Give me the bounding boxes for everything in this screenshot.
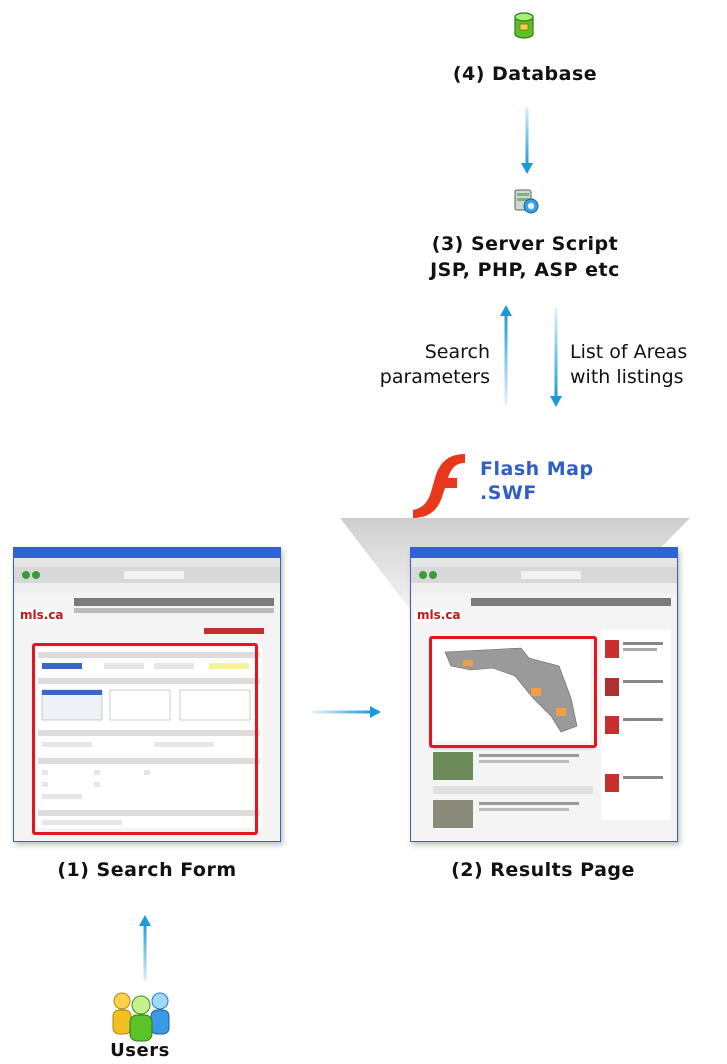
users-icon: [108, 992, 174, 1042]
flash-map-line1: Flash Map: [480, 458, 594, 480]
search-parameters-label: Search parameters: [330, 340, 490, 390]
arrow-form-to-results: [312, 705, 382, 719]
arrow-database-to-server: [520, 107, 534, 175]
server-script-subtitle: JSP, PHP, ASP etc: [430, 259, 620, 281]
flash-map-label: Flash Map .SWF: [480, 457, 594, 505]
svg-text:mls.ca: mls.ca: [20, 608, 64, 622]
flash-map-line2: .SWF: [480, 482, 537, 504]
arrow-users-to-form: [138, 915, 152, 981]
server-script-icon: [512, 188, 540, 216]
list-of-areas-line1: List of Areas: [570, 341, 688, 363]
arrow-search-parameters: [499, 305, 513, 405]
flash-logo-icon: [409, 452, 471, 518]
svg-text:mls.ca: mls.ca: [417, 608, 461, 622]
users-label: Users: [110, 1040, 170, 1061]
results-page-screenshot: mls.ca: [410, 547, 678, 842]
database-label: (4) Database: [452, 63, 598, 85]
results-page-label: (2) Results Page: [451, 859, 635, 881]
results-map-highlight: [429, 636, 597, 748]
search-form-highlight: [32, 643, 258, 835]
search-parameters-line1: Search: [424, 341, 490, 363]
server-script-title: (3) Server Script: [431, 233, 619, 255]
arrow-list-of-areas: [549, 308, 563, 408]
list-of-areas-label: List of Areas with listings: [570, 340, 727, 390]
search-parameters-line2: parameters: [379, 366, 490, 388]
search-form-screenshot: mls.ca: [13, 547, 281, 842]
search-form-label: (1) Search Form: [57, 859, 237, 881]
database-icon: [513, 12, 535, 40]
list-of-areas-line2: with listings: [570, 366, 684, 388]
